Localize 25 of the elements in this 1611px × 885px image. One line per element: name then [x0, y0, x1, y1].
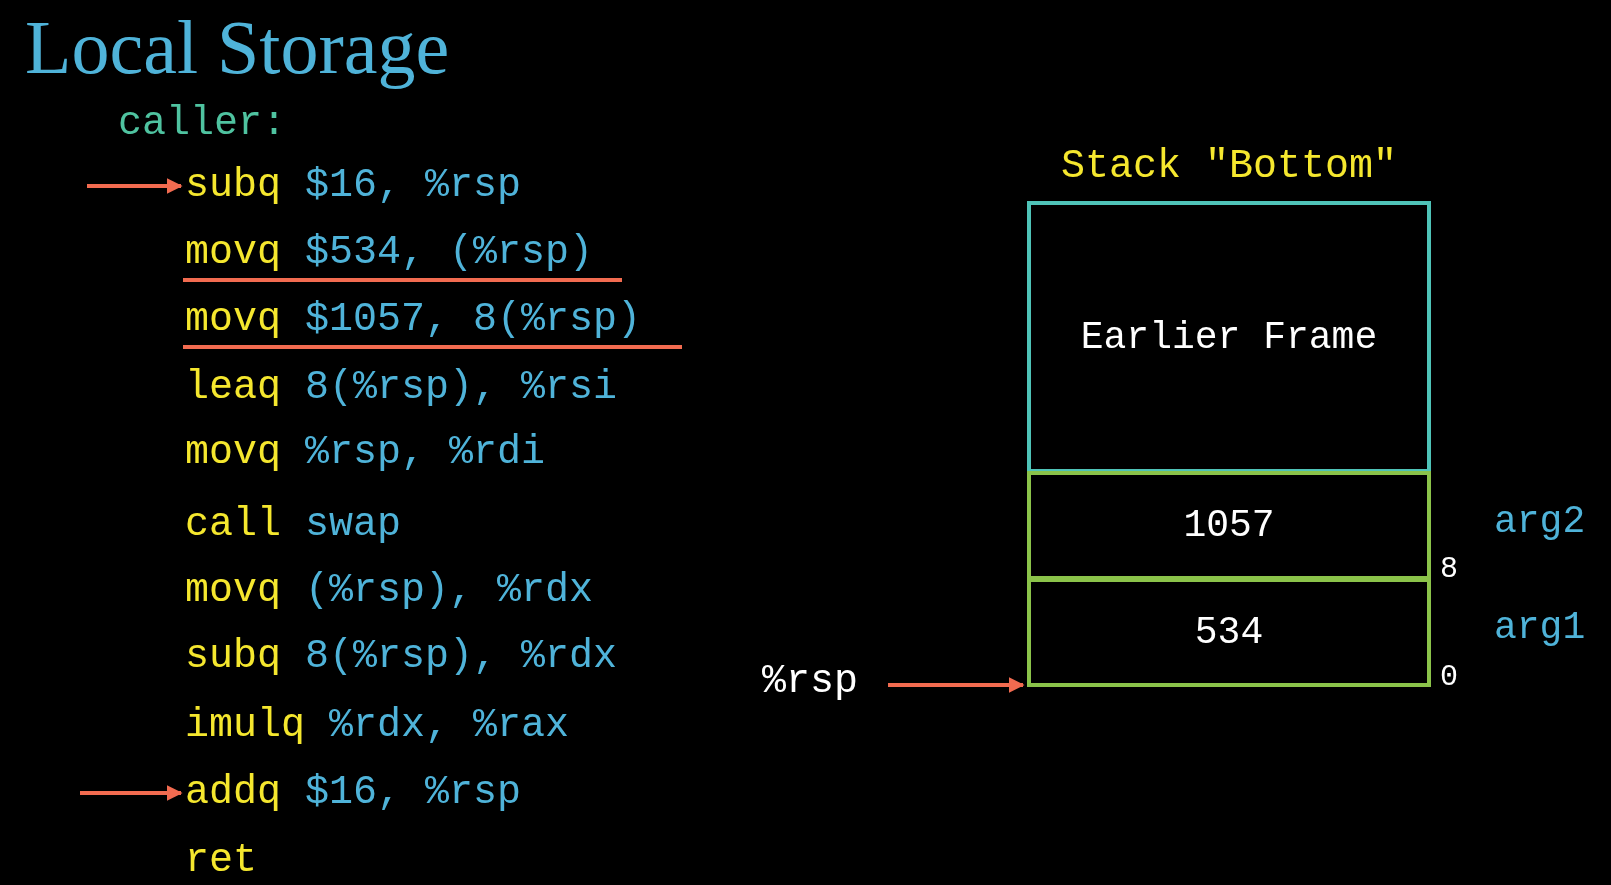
- code-line: movq %rsp, %rdi: [185, 429, 546, 477]
- code-line: subq 8(%rsp), %rdx: [185, 633, 618, 681]
- register-label: %rsp: [762, 658, 858, 706]
- offset-label: 8: [1440, 551, 1458, 588]
- stack-heading: Stack "Bottom": [1060, 143, 1398, 191]
- code-line: call swap: [185, 501, 402, 549]
- offset-label: 0: [1440, 659, 1458, 696]
- stack-slot-box: 1057: [1027, 471, 1431, 580]
- code-line: addq $16, %rsp: [185, 769, 522, 817]
- argument-label: arg2: [1494, 499, 1586, 545]
- code-line: imulq %rdx, %rax: [185, 702, 570, 750]
- arrow: [888, 677, 1025, 693]
- code-line: subq $16, %rsp: [185, 162, 522, 210]
- argument-label: arg1: [1494, 605, 1586, 651]
- code-line: movq $534, (%rsp): [185, 229, 594, 277]
- function-label: caller:: [118, 100, 287, 148]
- arrow: [87, 178, 183, 194]
- stack-slot-box: 534: [1027, 578, 1431, 687]
- code-line: ret: [185, 837, 257, 885]
- stack-frame-box: Earlier Frame: [1027, 201, 1431, 473]
- slide-title: Local Storage: [25, 4, 450, 90]
- code-line: leaq 8(%rsp), %rsi: [185, 364, 618, 412]
- code-line: movq $1057, 8(%rsp): [185, 296, 642, 344]
- arrow: [80, 785, 183, 801]
- code-line: movq (%rsp), %rdx: [185, 567, 594, 615]
